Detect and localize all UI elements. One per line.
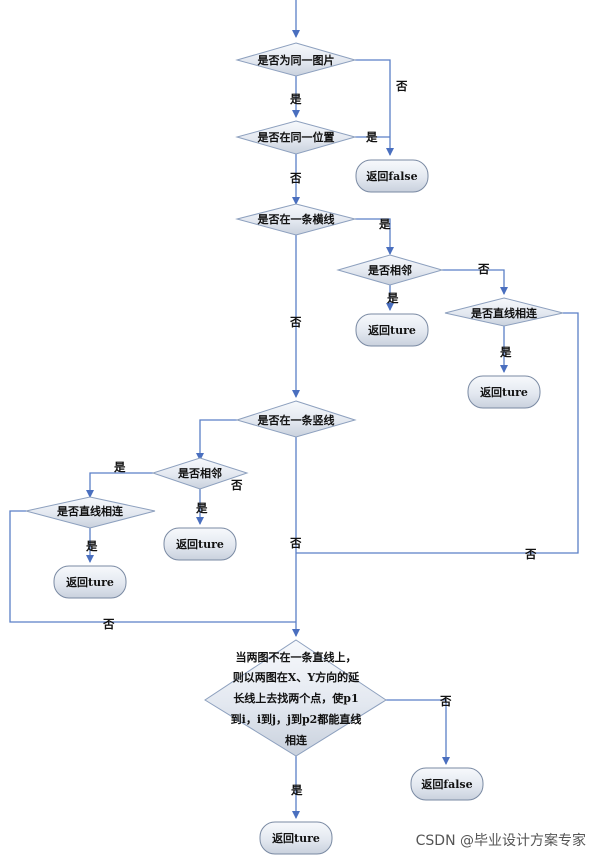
label-yes-same-position: 是 — [365, 130, 378, 144]
final-line-3: 长线上去找两个点，使p1 — [233, 691, 358, 705]
label-no-same-image: 否 — [395, 79, 408, 93]
decision-row-adjacent-label: 是否相邻 — [367, 263, 412, 277]
terminal-ture-col-line: 返回ture — [53, 565, 127, 599]
label-yes-same-image: 是 — [289, 92, 302, 106]
terminal-ture-col-adjacent-label: 返回ture — [176, 537, 224, 551]
decision-same-position-label: 是否在同一位置 — [257, 130, 335, 144]
final-line-4: 到i，i到j，j到p2都能直线 — [231, 712, 362, 726]
decision-final-search: 当两图不在一条直线上， 则以两图在X、Y方向的延 长线上去找两个点，使p1 到i… — [204, 639, 387, 757]
terminal-ture-row-line-label: 返回ture — [480, 385, 528, 399]
label-yes-col-adjacent-down: 是 — [195, 501, 208, 515]
decision-row-line-connect: 是否直线相连 — [444, 297, 564, 327]
label-yes-same-row: 是 — [378, 217, 391, 231]
terminal-ture-row-adjacent: 返回ture — [355, 313, 429, 347]
branch-labels: 否 是 是 否 是 否 是 否 是 否 否 否 是 是 是 否 否 是 — [85, 79, 537, 797]
decision-col-line-connect-label: 是否直线相连 — [56, 504, 124, 518]
label-yes-col-adjacent: 是 — [113, 460, 126, 474]
label-no-same-position: 否 — [289, 171, 302, 185]
decision-same-col: 是否在一条竖线 — [235, 400, 357, 438]
terminal-ture-final-label: 返回ture — [272, 831, 320, 845]
terminal-ture-row-adjacent-label: 返回ture — [368, 323, 416, 337]
connectors — [9, 0, 579, 819]
final-line-1: 当两图不在一条直线上， — [236, 650, 357, 664]
final-line-5: 相连 — [285, 733, 308, 747]
terminal-ture-row-line: 返回ture — [467, 375, 541, 409]
label-no-col-line: 否 — [102, 617, 115, 631]
watermark: CSDN @毕业设计方案专家 — [416, 832, 586, 849]
edge-col-adjacent-no — [86, 472, 153, 498]
decision-col-adjacent-label: 是否相邻 — [177, 466, 222, 480]
decision-col-line-connect: 是否直线相连 — [25, 496, 156, 529]
terminal-ture-final: 返回ture — [259, 821, 333, 855]
label-no-row-line: 否 — [524, 547, 537, 561]
edge-row-line-no — [296, 312, 579, 554]
label-no-same-col: 否 — [289, 536, 302, 550]
terminal-ture-col-line-label: 返回ture — [66, 575, 114, 589]
edge-same-row-yes — [355, 218, 394, 255]
label-yes-final: 是 — [290, 783, 303, 797]
edge-same-col-yes — [196, 419, 237, 461]
terminal-false-1: 返回false — [355, 159, 429, 193]
decision-same-row: 是否在一条横线 — [235, 203, 357, 236]
edge-final-no — [386, 699, 450, 765]
decision-same-row-label: 是否在一条横线 — [257, 212, 335, 226]
decision-same-image: 是否为同一图片 — [235, 42, 357, 77]
decision-same-col-label: 是否在一条竖线 — [257, 413, 335, 427]
decision-same-image-label: 是否为同一图片 — [257, 53, 335, 67]
label-yes-same-col: 否 — [230, 478, 243, 492]
decision-row-adjacent: 是否相邻 — [336, 254, 444, 286]
edge-col-line-no — [9, 510, 296, 623]
decision-col-adjacent: 是否相邻 — [151, 457, 249, 490]
edge-same-image-no — [355, 59, 394, 156]
final-line-2: 则以两图在X、Y方向的延 — [233, 670, 360, 684]
terminal-false-final-label: 返回false — [421, 777, 472, 791]
label-no-final: 否 — [439, 694, 452, 708]
decision-row-line-connect-label: 是否直线相连 — [470, 306, 538, 320]
label-no-row-adjacent: 否 — [477, 262, 490, 276]
edge-row-adjacent-no — [442, 269, 508, 295]
decision-same-position: 是否在同一位置 — [235, 120, 357, 155]
label-yes-row-adjacent: 是 — [386, 291, 399, 305]
terminal-false-1-label: 返回false — [366, 169, 417, 183]
label-no-same-row: 否 — [289, 315, 302, 329]
terminal-ture-col-adjacent: 返回ture — [163, 527, 237, 561]
terminal-false-final: 返回false — [410, 767, 484, 801]
label-yes-col-line: 是 — [85, 539, 98, 553]
label-yes-row-line: 是 — [499, 345, 512, 359]
